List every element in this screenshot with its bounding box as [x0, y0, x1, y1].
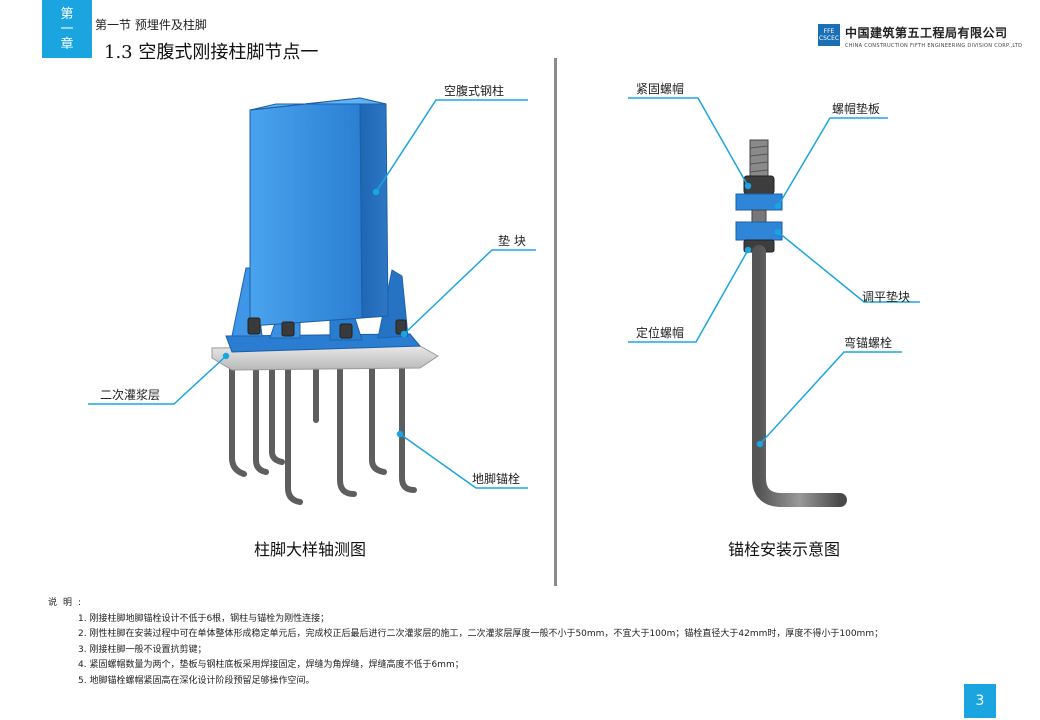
- hook-bolt-rod: [752, 245, 847, 507]
- anchor-bolt-drawing: [735, 139, 847, 507]
- company-name-cn: 中国建筑第五工程局有限公司: [845, 26, 1008, 40]
- label-lock-nut: 紧固螺帽: [636, 82, 685, 96]
- subsection-title: 1.3 空腹式刚接柱脚节点一: [104, 42, 319, 63]
- section-title: 第一节 预埋件及柱脚: [95, 18, 207, 32]
- chapter-tab: 第 一 章: [42, 0, 92, 58]
- steel-column-front: [249, 97, 363, 327]
- label-hook-bolt: 弯锚螺栓: [844, 336, 893, 350]
- label-position-nut: 定位螺帽: [636, 326, 685, 340]
- note-item-3: 3. 刚接柱脚一般不设置抗剪键；: [78, 644, 207, 655]
- chapter-char-1: 第: [60, 6, 74, 22]
- steel-column-side: [359, 97, 389, 319]
- notes-heading: 说明:: [48, 598, 88, 608]
- steel-column-top: [249, 97, 387, 111]
- chapter-char-3: 章: [60, 36, 74, 52]
- notes-section: 说明: 1. 刚接柱脚地脚锚栓设计不低于6根，钢柱与锚栓为刚性连接； 2. 刚性…: [48, 596, 883, 689]
- label-washer-plate: 螺帽垫板: [832, 102, 881, 116]
- washer-plate: [735, 193, 783, 211]
- label-steel-column: 空腹式钢柱: [444, 84, 505, 98]
- label-anchor-bolt: 地脚锚栓: [472, 472, 521, 486]
- vertical-divider: [554, 58, 557, 586]
- company-name-en: CHINA CONSTRUCTION FIFTH ENGINEERING DIV…: [845, 43, 1023, 49]
- caption-anchor-install: 锚栓安装示意图: [728, 540, 841, 559]
- left-leader-lines: [88, 99, 536, 489]
- note-item-1: 1. 刚接柱脚地脚锚栓设计不低于6根，钢柱与锚栓为刚性连接；: [78, 613, 330, 624]
- company-logo: FFE CSCEC 中国建筑第五工程局有限公司 CHINA CONSTRUCTI…: [818, 24, 1022, 49]
- note-item-2: 2. 刚性柱脚在安装过程中可在单体整体形成稳定单元后，完成校正后最后进行二次灌浆…: [78, 629, 884, 639]
- column-base-drawing: [211, 97, 439, 505]
- label-leveling-block: 调平垫块: [862, 290, 911, 304]
- label-grout-layer: 二次灌浆层: [100, 388, 161, 402]
- anchor-rods: [229, 357, 417, 505]
- base-nuts: [247, 317, 407, 339]
- page-number: 3: [964, 684, 996, 718]
- chapter-char-2: 一: [60, 21, 74, 37]
- note-item-4: 4. 紧固螺帽数量为两个，垫板与钢柱底板采用焊接固定，焊缝为角焊缝，焊缝高度不低…: [78, 660, 464, 670]
- label-shim: 垫 块: [498, 234, 526, 248]
- right-leader-lines: [628, 97, 920, 448]
- note-item-5: 5. 地脚锚栓螺帽紧固高在深化设计阶段预留足够操作空间。: [78, 675, 315, 686]
- caption-column-base: 柱脚大样轴测图: [254, 540, 367, 559]
- logo-mark: FFE CSCEC: [818, 24, 840, 46]
